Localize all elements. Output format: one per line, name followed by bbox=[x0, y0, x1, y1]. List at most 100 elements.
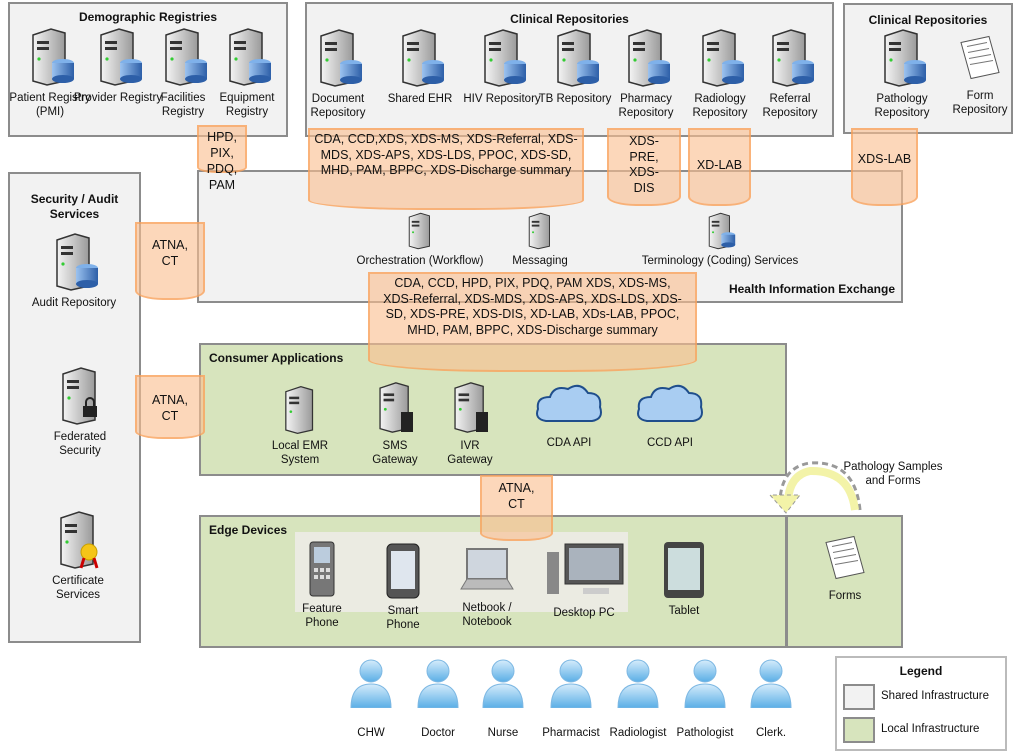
user-doctor: Doctor bbox=[398, 658, 478, 739]
user-radiologist: Radiologist bbox=[598, 658, 678, 739]
legend-swatch-shared bbox=[843, 684, 875, 710]
group-title: Clinical Repositories bbox=[868, 13, 988, 27]
federated-security[interactable]: Federated Security bbox=[35, 366, 125, 458]
pathology-samples-note: Pathology Samples and Forms bbox=[843, 461, 943, 487]
callout-registry-protocols: HPD, PIX, PDQ, PAM bbox=[197, 125, 247, 192]
server-database-icon bbox=[704, 212, 736, 250]
pathology-repository[interactable]: Pathology Repository bbox=[857, 28, 947, 120]
provider-registry[interactable]: Provider Registry bbox=[73, 27, 163, 105]
callout-atna-consumer: ATNA, CT bbox=[135, 375, 205, 439]
forms[interactable]: Forms bbox=[800, 530, 890, 603]
user-label: Pathologist bbox=[676, 727, 734, 739]
server-lock-icon bbox=[55, 366, 97, 426]
server-database-icon bbox=[550, 28, 600, 88]
user-pharmacist: Pharmacist bbox=[531, 658, 611, 739]
node-label: Facilities Registry bbox=[160, 92, 206, 118]
legend-swatch-local bbox=[843, 717, 875, 743]
server-database-icon bbox=[25, 27, 75, 87]
tablet[interactable]: Tablet bbox=[654, 540, 714, 618]
shared-ehr[interactable]: Shared EHR bbox=[375, 28, 465, 106]
callout-pharmacy-protocols: XDS-PRE, XDS-DIS bbox=[607, 128, 681, 206]
node-label: Equipment Registry bbox=[219, 92, 275, 118]
tb-repository[interactable]: TB Repository bbox=[530, 28, 620, 106]
node-label: Feature Phone bbox=[302, 603, 342, 629]
node-label: HIV Repository bbox=[463, 93, 541, 105]
ccd-api[interactable]: CCD API bbox=[625, 380, 715, 450]
node-label: Terminology (Coding) Services bbox=[641, 255, 799, 267]
person-icon bbox=[416, 658, 460, 708]
messaging[interactable]: Messaging bbox=[500, 212, 580, 268]
user-label: Doctor bbox=[421, 727, 455, 739]
radiology-repository[interactable]: Radiology Repository bbox=[675, 28, 765, 120]
server-database-icon bbox=[395, 28, 445, 88]
callout-atna-hie: ATNA, CT bbox=[135, 222, 205, 300]
user-label: Pharmacist bbox=[542, 727, 600, 739]
document-repository[interactable]: Document Repository bbox=[293, 28, 383, 120]
feature-phone[interactable]: Feature Phone bbox=[292, 540, 352, 630]
user-clerk: Clerk. bbox=[731, 658, 811, 739]
smart-phone[interactable]: Smart Phone bbox=[373, 542, 433, 632]
server-database-icon bbox=[695, 28, 745, 88]
node-label: Messaging bbox=[512, 255, 568, 267]
facilities-registry[interactable]: Facilities Registry bbox=[138, 27, 228, 119]
desktop-pc[interactable]: Desktop PC bbox=[539, 540, 629, 620]
node-label: Tablet bbox=[668, 605, 700, 617]
user-label: CHW bbox=[357, 727, 385, 739]
server-phone-icon bbox=[448, 380, 488, 435]
patient-registry[interactable]: Patient Registry (PMI) bbox=[5, 27, 95, 119]
group-title: Consumer Applications bbox=[209, 351, 344, 365]
legend-label-shared: Shared Infrastructure bbox=[881, 690, 990, 702]
user-nurse: Nurse bbox=[463, 658, 543, 739]
node-label: Federated Security bbox=[53, 431, 107, 457]
smartphone-icon bbox=[386, 543, 420, 599]
local-emr-system[interactable]: Local EMR System bbox=[255, 385, 345, 467]
form-repository[interactable]: Form Repository bbox=[945, 30, 1015, 117]
node-label: Patient Registry (PMI) bbox=[9, 92, 91, 118]
user-chw: CHW bbox=[331, 658, 411, 739]
equipment-registry[interactable]: Equipment Registry bbox=[202, 27, 292, 119]
server-cluster-icon bbox=[524, 212, 556, 250]
node-label: CCD API bbox=[646, 437, 693, 449]
audit-repository[interactable]: Audit Repository bbox=[29, 232, 119, 310]
node-label: Certificate Services bbox=[52, 575, 104, 601]
terminology-services[interactable]: Terminology (Coding) Services bbox=[625, 212, 815, 268]
node-label: Pharmacy Repository bbox=[618, 93, 674, 119]
callout-atna-edge: ATNA, CT bbox=[480, 475, 553, 541]
legend: Legend Shared Infrastructure Local Infra… bbox=[835, 656, 1007, 751]
certificate-services[interactable]: Certificate Services bbox=[33, 510, 123, 602]
user-label: Nurse bbox=[487, 727, 519, 739]
server-cluster-icon bbox=[404, 212, 436, 250]
node-label: Referral Repository bbox=[762, 93, 818, 119]
person-icon bbox=[616, 658, 660, 708]
node-label: Document Repository bbox=[310, 93, 366, 119]
cda-api[interactable]: CDA API bbox=[524, 380, 614, 450]
node-label: TB Repository bbox=[538, 93, 612, 105]
desktop-pc-icon bbox=[547, 543, 624, 594]
cloud-icon bbox=[635, 380, 705, 432]
referral-repository[interactable]: Referral Repository bbox=[745, 28, 835, 120]
netbook-notebook[interactable]: Netbook / Notebook bbox=[442, 545, 532, 629]
ivr-gateway[interactable]: IVR Gateway bbox=[440, 380, 500, 467]
orchestration[interactable]: Orchestration (Workflow) bbox=[345, 212, 495, 268]
node-label: Form Repository bbox=[952, 90, 1008, 116]
node-label: Smart Phone bbox=[386, 605, 420, 631]
sms-gateway[interactable]: SMS Gateway bbox=[365, 380, 425, 467]
node-label: Desktop PC bbox=[553, 607, 615, 619]
pharmacy-repository[interactable]: Pharmacy Repository bbox=[601, 28, 691, 120]
node-label: IVR Gateway bbox=[447, 440, 493, 466]
group-title: Security / Audit Services bbox=[30, 192, 119, 221]
node-label: Pathology Repository bbox=[874, 93, 930, 119]
tablet-icon bbox=[664, 542, 704, 598]
person-icon bbox=[481, 658, 525, 708]
node-label: Local EMR System bbox=[271, 440, 329, 466]
person-icon bbox=[749, 658, 793, 708]
forms-group bbox=[786, 515, 903, 648]
user-label: Radiologist bbox=[609, 727, 667, 739]
node-label: CDA API bbox=[546, 437, 592, 449]
cloud-icon bbox=[534, 380, 604, 432]
callout-pathology-protocols: XDS-LAB bbox=[851, 128, 918, 206]
node-label: Shared EHR bbox=[387, 93, 453, 105]
node-label: Orchestration (Workflow) bbox=[356, 255, 484, 267]
hiv-repository[interactable]: HIV Repository bbox=[457, 28, 547, 106]
server-database-icon bbox=[877, 28, 927, 88]
